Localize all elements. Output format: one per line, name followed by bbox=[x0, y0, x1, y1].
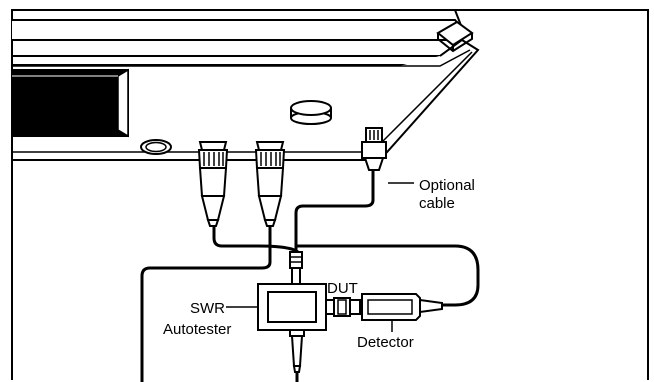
optional-cable-label-line1: Optional bbox=[419, 177, 475, 194]
detector bbox=[361, 293, 443, 321]
power-switch bbox=[436, 20, 474, 53]
swr-label-line1: SWR bbox=[190, 300, 225, 317]
rf-connector-1 bbox=[197, 141, 229, 227]
dut-adapter bbox=[325, 297, 361, 317]
bnc-connector bbox=[361, 127, 387, 171]
optional-cable-label-line2: cable bbox=[419, 195, 455, 212]
display-window bbox=[11, 68, 129, 138]
figure-frame bbox=[11, 9, 649, 380]
swr-bottom-connector bbox=[289, 329, 305, 373]
cables bbox=[140, 170, 480, 382]
round-foot bbox=[290, 100, 332, 125]
detector-label: Detector bbox=[357, 334, 414, 351]
instrument-chassis bbox=[12, 9, 480, 161]
dut-label: DUT bbox=[327, 280, 358, 297]
rf-connector-2 bbox=[254, 141, 286, 227]
swr-input-connector bbox=[289, 251, 303, 285]
mounting-hole bbox=[140, 139, 172, 155]
swr-label-line2: Autotester bbox=[163, 321, 231, 338]
swr-autotester-box bbox=[257, 283, 327, 331]
